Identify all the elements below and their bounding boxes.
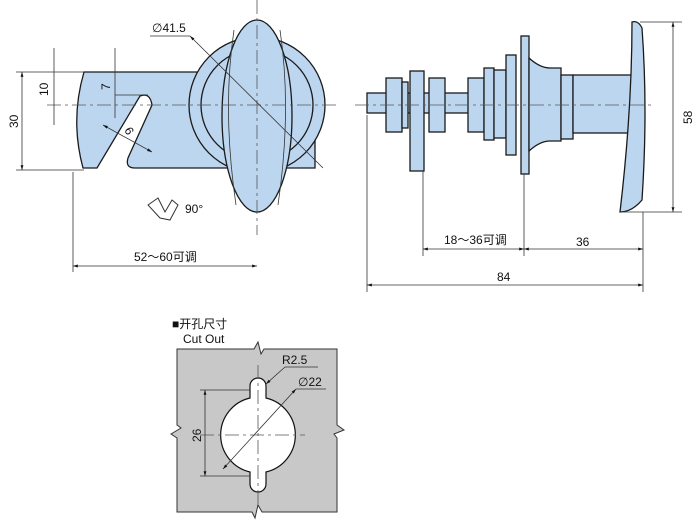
cutout-title-cn: ■开孔尺寸: [172, 317, 227, 331]
body-collar: [483, 67, 495, 141]
front-view: ∅41.5 30 10 7 6 90° 52～60可调: [7, 0, 338, 272]
cutout-title-en: Cut Out: [183, 332, 225, 346]
handle-stem: [572, 74, 634, 134]
radius-leader-line: [265, 366, 286, 385]
t-handle: [619, 20, 646, 213]
radius-label: R2.5: [282, 353, 308, 367]
handle-collar: [560, 74, 574, 140]
cam-plate-side: [409, 70, 425, 172]
height-30-label: 30: [7, 114, 21, 128]
body-sleeve: [493, 69, 507, 139]
diameter-label: ∅41.5: [152, 21, 186, 35]
slot-width-label: 6: [121, 125, 137, 138]
cutout-height-label: 26: [190, 428, 204, 442]
flange-neck: [528, 56, 562, 153]
rotation-arrow-icon: [147, 197, 179, 221]
diameter-dimension-line: [189, 35, 324, 169]
cutout-diameter-dimension-line: [222, 388, 297, 470]
offset-10-label: 10: [37, 82, 51, 96]
grip-range-label: 18～36可调: [444, 233, 507, 247]
cutout-view: ■开孔尺寸 Cut Out 26 R2.5 ∅22: [170, 317, 346, 520]
total-length-label: 84: [497, 270, 511, 284]
cutout-diameter-label: ∅22: [298, 375, 322, 389]
handle-height-label: 58: [681, 110, 695, 124]
slot-width-dimension-line: [102, 124, 153, 153]
knob-handle-contour-lines: [228, 29, 286, 206]
length-label: 52～60可调: [134, 250, 197, 264]
rotation-label: 90°: [185, 202, 203, 216]
slot-depth-label: 7: [99, 83, 113, 90]
handle-length-label: 36: [576, 235, 590, 249]
side-view: 18～36可调 36 84 58: [355, 20, 695, 292]
